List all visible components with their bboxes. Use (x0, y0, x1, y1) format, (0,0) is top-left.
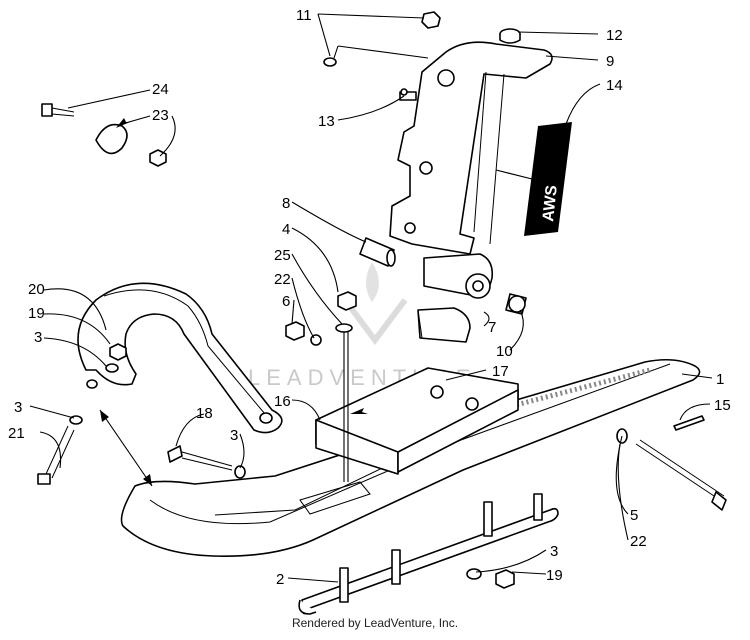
callout-7: 7 (488, 319, 496, 336)
bumper-7 (417, 307, 471, 343)
top-washer (323, 57, 337, 67)
callout-25: 25 (274, 247, 291, 264)
footer-credit: Rendered by LeadVenture, Inc. (291, 616, 459, 630)
bushing-10 (505, 293, 527, 315)
callout-14: 14 (606, 77, 623, 94)
top-nut (421, 11, 441, 29)
callout-11: 11 (296, 7, 312, 24)
callout-5: 5 (630, 507, 638, 524)
spacer-8 (359, 237, 396, 267)
callout-12: 12 (606, 27, 623, 44)
callout-18: 18 (196, 405, 213, 422)
callout-8: 8 (282, 195, 290, 212)
bolt-21 (37, 425, 75, 485)
nut-19-handle (109, 343, 127, 361)
callout-3-handle: 3 (34, 329, 42, 346)
bolt-18 (167, 445, 233, 471)
washer-3-handle (105, 363, 119, 373)
callout-9: 9 (606, 53, 614, 70)
callouts: 11 12 9 14 13 24 23 8 4 25 22 6 7 10 17 … (8, 7, 731, 588)
nut-4 (337, 291, 357, 311)
aws-decal: AWS (524, 122, 572, 236)
spindle-bracket (315, 367, 519, 475)
callout-4: 4 (282, 221, 290, 238)
callout-2: 2 (276, 571, 284, 588)
washer-3-18 (234, 465, 246, 479)
wear-bar (298, 493, 559, 615)
callout-15: 15 (714, 397, 731, 414)
callout-3-mid: 3 (230, 427, 238, 444)
callout-6: 6 (282, 293, 290, 310)
bolt-24 (41, 103, 75, 117)
callout-3-left: 3 (14, 399, 22, 416)
cotter-pin-15 (673, 415, 705, 431)
spindle-housing (389, 41, 553, 299)
callout-17: 17 (492, 363, 509, 380)
callout-22-left: 22 (274, 271, 291, 288)
nut-6 (285, 321, 305, 341)
clip-23 (95, 118, 130, 155)
callout-24: 24 (152, 81, 169, 98)
grease-fitting (399, 88, 417, 101)
callout-20: 20 (28, 281, 45, 298)
leader-lines (29, 13, 713, 583)
callout-22-right: 22 (630, 533, 647, 550)
callout-13: 13 (318, 113, 335, 130)
long-bolt-17 (343, 332, 349, 482)
callout-19-handle: 19 (28, 305, 45, 322)
spindle-cap (499, 28, 521, 44)
callout-10: 10 (496, 343, 513, 360)
washer-25 (335, 323, 353, 333)
callout-23: 23 (152, 107, 169, 124)
decal-text: AWS (540, 184, 561, 222)
ski-handle (77, 282, 283, 434)
washer-3-bottom (466, 568, 482, 580)
callout-21: 21 (8, 425, 25, 442)
callout-19-bottom: 19 (546, 567, 563, 584)
callout-1: 1 (716, 371, 724, 388)
bolt-5 (635, 439, 727, 511)
assembly-arrow (99, 409, 153, 487)
callout-3-bottom: 3 (550, 543, 558, 560)
nut-19-bottom (495, 569, 515, 589)
callout-16: 16 (274, 393, 291, 410)
